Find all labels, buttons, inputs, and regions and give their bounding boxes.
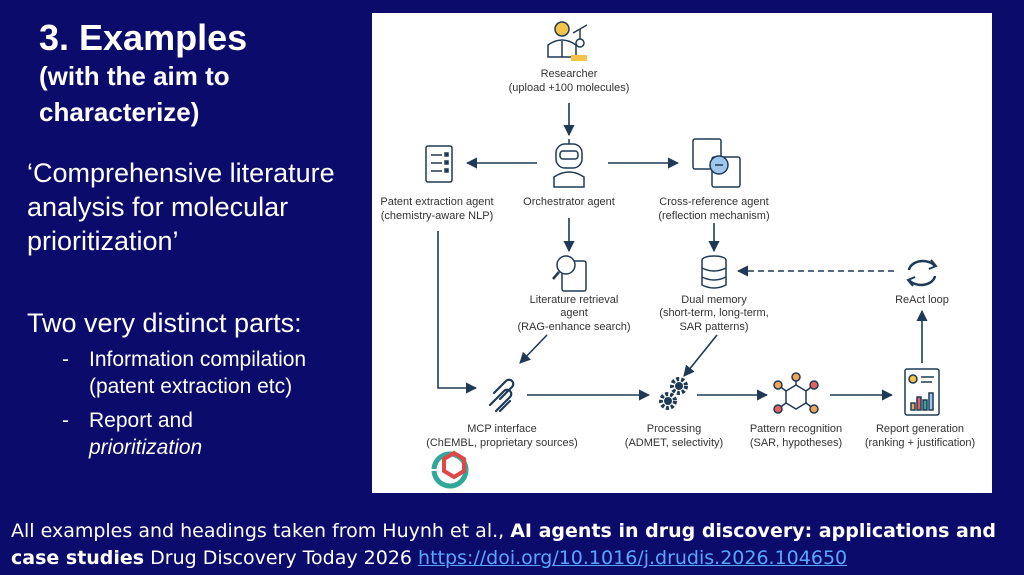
memory-label: Dual memory (681, 294, 747, 306)
arrows (437, 103, 928, 401)
bullet-text-cont: (patent extraction etc) (89, 375, 293, 398)
patent-label: Patent extraction agent (380, 196, 493, 208)
crossref-sublabel: (reflection mechanism) (658, 210, 769, 222)
bullet-dash: - (62, 348, 69, 371)
researcher-label: Researcher (541, 68, 598, 80)
title-line-2: (with the aim to (39, 61, 230, 91)
bullet-text-cont: prioritization (89, 436, 203, 459)
doi-link[interactable]: https://doi.org/10.1016/j.drudis.2026.10… (418, 547, 848, 569)
gears-icon (659, 377, 688, 410)
mcp-icon (488, 378, 515, 413)
documents-link-icon (692, 138, 741, 188)
researcher-sublabel: (upload +100 molecules) (509, 82, 630, 94)
literature-sublabel: agent (560, 307, 588, 319)
database-icon (701, 255, 727, 289)
react-label: ReAct loop (895, 294, 949, 306)
citation-title: AI agents in drug discovery: application… (11, 520, 996, 569)
citation-journal: Drug Discovery Today 2026 (144, 547, 419, 569)
network-hexagon-icon (773, 372, 819, 414)
journal-logo-icon (431, 450, 469, 489)
bullet-list: - Information compilation (patent extrac… (62, 346, 352, 468)
memory-sublabel: (short-term, long-term, (659, 307, 768, 319)
pattern-sublabel: (SAR, hypotheses) (750, 437, 842, 449)
citation-footer: All examples and headings taken from Huy… (11, 518, 1016, 572)
title-line-3: characterize) (39, 97, 200, 127)
bullet-item: - Information compilation (patent extrac… (62, 346, 352, 400)
citation-prefix: All examples and headings taken from Huy… (11, 520, 511, 542)
bullet-text: Report and (89, 409, 193, 432)
processing-sublabel: (ADMET, selectivity) (625, 437, 723, 449)
magnifier-document-icon (552, 255, 587, 292)
parts-heading: Two very distinct parts: (27, 308, 302, 338)
arrow-memory-processing (683, 334, 718, 377)
researcher-icon (547, 21, 588, 61)
arrow-literature-mcp (519, 334, 548, 364)
agent-workflow-diagram: Researcher (upload +100 molecules) Orche… (372, 13, 992, 493)
bullet-dash: - (62, 409, 69, 432)
crossref-label: Cross-reference agent (659, 196, 768, 208)
patent-sublabel: (chemistry-aware NLP) (381, 210, 493, 222)
report-label: Report generation (876, 423, 964, 435)
robot-icon (553, 139, 585, 188)
bullet-text: Information compilation (89, 348, 307, 371)
bullet-item: - Report and prioritization (62, 407, 352, 461)
mcp-sublabel: (ChEMBL, proprietary sources) (426, 437, 578, 449)
orchestrator-label: Orchestrator agent (523, 196, 615, 208)
loop-arrows-icon (906, 259, 938, 287)
literature-label: Literature retrieval (530, 294, 619, 306)
title-line-1: 3. Examples (39, 17, 248, 58)
document-list-icon (425, 145, 453, 183)
arrow-patent-mcp (437, 231, 478, 394)
report-sublabel: (ranking + justification) (865, 437, 975, 449)
slide-title: 3. Examples (with the aim to characteriz… (39, 18, 247, 130)
literature-sublabel-2: (RAG-enhance search) (517, 321, 630, 333)
memory-sublabel-2: SAR patterns) (679, 321, 748, 333)
mcp-label: MCP interface (467, 423, 537, 435)
quote-text: ‘Comprehensive literature analysis for m… (27, 158, 335, 256)
processing-label: Processing (647, 423, 701, 435)
report-chart-icon (904, 368, 940, 416)
pattern-label: Pattern recognition (750, 423, 842, 435)
